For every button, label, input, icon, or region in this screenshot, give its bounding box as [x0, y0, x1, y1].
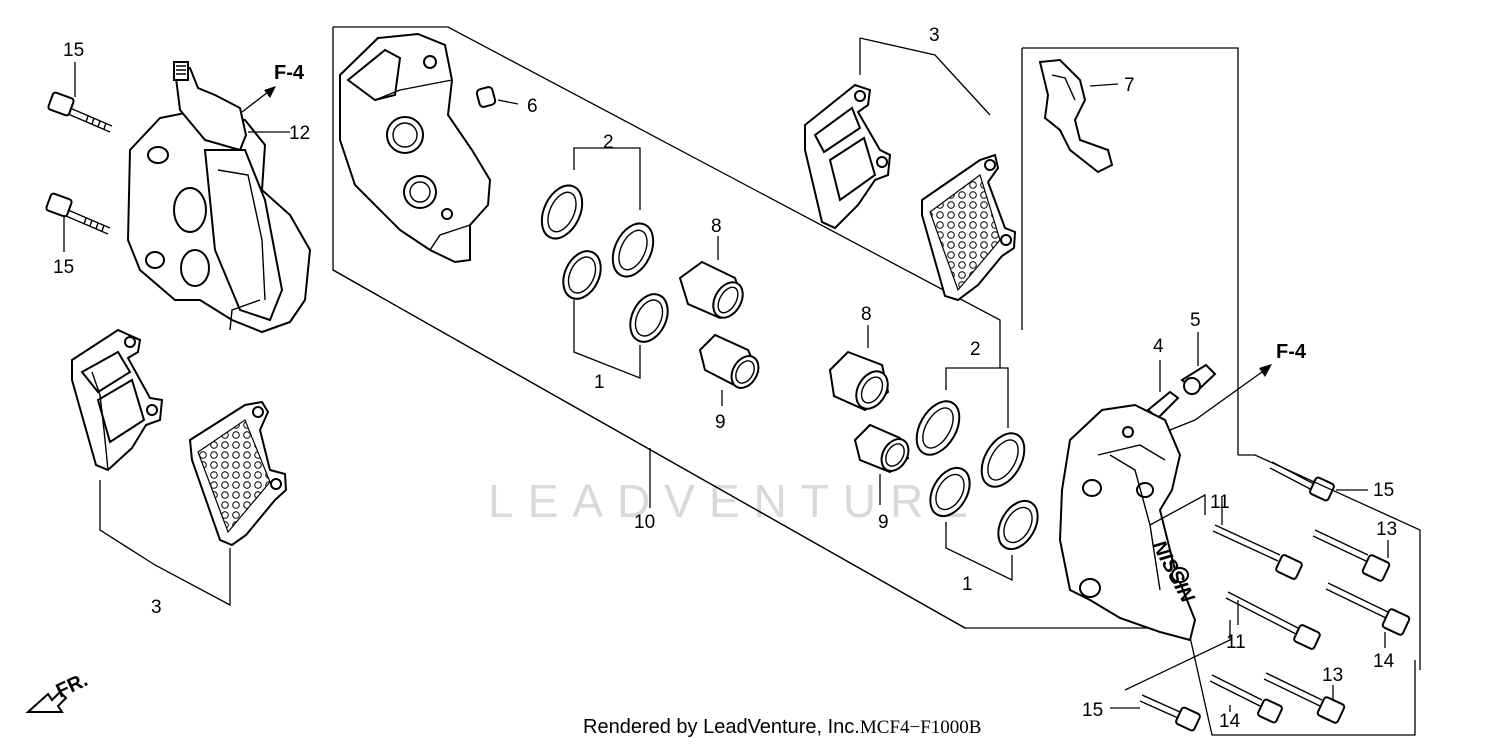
front-direction-arrow: FR.	[25, 669, 91, 713]
label-1-top: 1	[594, 372, 605, 393]
label-7: 7	[1124, 75, 1135, 96]
label-8-middle: 8	[861, 304, 872, 325]
label-14-lower: 14	[1219, 711, 1241, 732]
f4-arrow-left	[241, 86, 276, 113]
bolt-14-upper	[1325, 582, 1411, 648]
label-2-middle: 2	[970, 339, 981, 360]
right-caliper-body: NISSIN	[1058, 403, 1199, 642]
label-f4-right: F-4	[1276, 341, 1307, 363]
part-5-banjo-bolt	[1180, 332, 1217, 395]
label-4: 4	[1153, 336, 1164, 357]
label-9-middle: 9	[878, 512, 889, 533]
label-f4-left: F-4	[274, 62, 305, 84]
footer: Rendered by LeadVenture, Inc.MCF4−F1000B	[583, 716, 981, 739]
caliper-half-upper	[339, 32, 492, 264]
part-4-bleeder	[1146, 360, 1180, 420]
watermark: LEADVENTURE	[488, 475, 982, 527]
label-15-top: 15	[63, 40, 84, 61]
bolt-14-lower	[1209, 674, 1283, 724]
pin-11-upper	[1212, 498, 1303, 580]
label-1-middle: 1	[962, 574, 973, 595]
label-15-bottom: 15	[1082, 700, 1103, 721]
label-14-upper: 14	[1373, 651, 1395, 672]
label-6: 6	[527, 96, 538, 117]
left-brake-pads	[71, 328, 288, 607]
upper-brake-pads	[804, 37, 1017, 302]
label-15-right: 15	[1373, 480, 1394, 501]
left-caliper-body	[126, 61, 312, 334]
label-3-left: 3	[151, 597, 162, 618]
label-9-top: 9	[715, 412, 726, 433]
bolt-13-lower	[1263, 672, 1346, 724]
bolt-15-bottom	[1110, 694, 1201, 732]
label-15-middle: 15	[53, 257, 74, 278]
footer-rendered-by: Rendered by LeadVenture, Inc.	[583, 716, 860, 738]
pistons-upper	[678, 236, 760, 406]
footer-diagram-code: MCF4−F1000B	[859, 717, 982, 738]
label-10: 10	[634, 512, 655, 533]
label-13-lower: 13	[1322, 665, 1343, 686]
bolt-15-middle	[45, 192, 111, 235]
label-12: 12	[289, 123, 310, 144]
left-caliper-assembly	[45, 61, 312, 334]
part-6-nut	[475, 86, 519, 108]
bolt-13-upper	[1312, 529, 1391, 582]
f4-arrow-right	[1164, 364, 1272, 433]
seals-middle	[915, 367, 1039, 582]
label-2-top: 2	[603, 132, 614, 153]
label-11-lower: 11	[1226, 632, 1246, 653]
label-13-upper: 13	[1376, 519, 1397, 540]
bolt-15-top	[47, 91, 113, 133]
label-11-upper: 11	[1210, 492, 1230, 513]
label-8-top: 8	[711, 216, 722, 237]
seals-upper	[540, 147, 669, 379]
part-7-clip	[1038, 58, 1119, 174]
pistons-middle	[828, 325, 910, 505]
pin-11-lower	[1225, 591, 1321, 650]
label-5: 5	[1190, 310, 1201, 331]
label-3-top: 3	[929, 25, 940, 46]
